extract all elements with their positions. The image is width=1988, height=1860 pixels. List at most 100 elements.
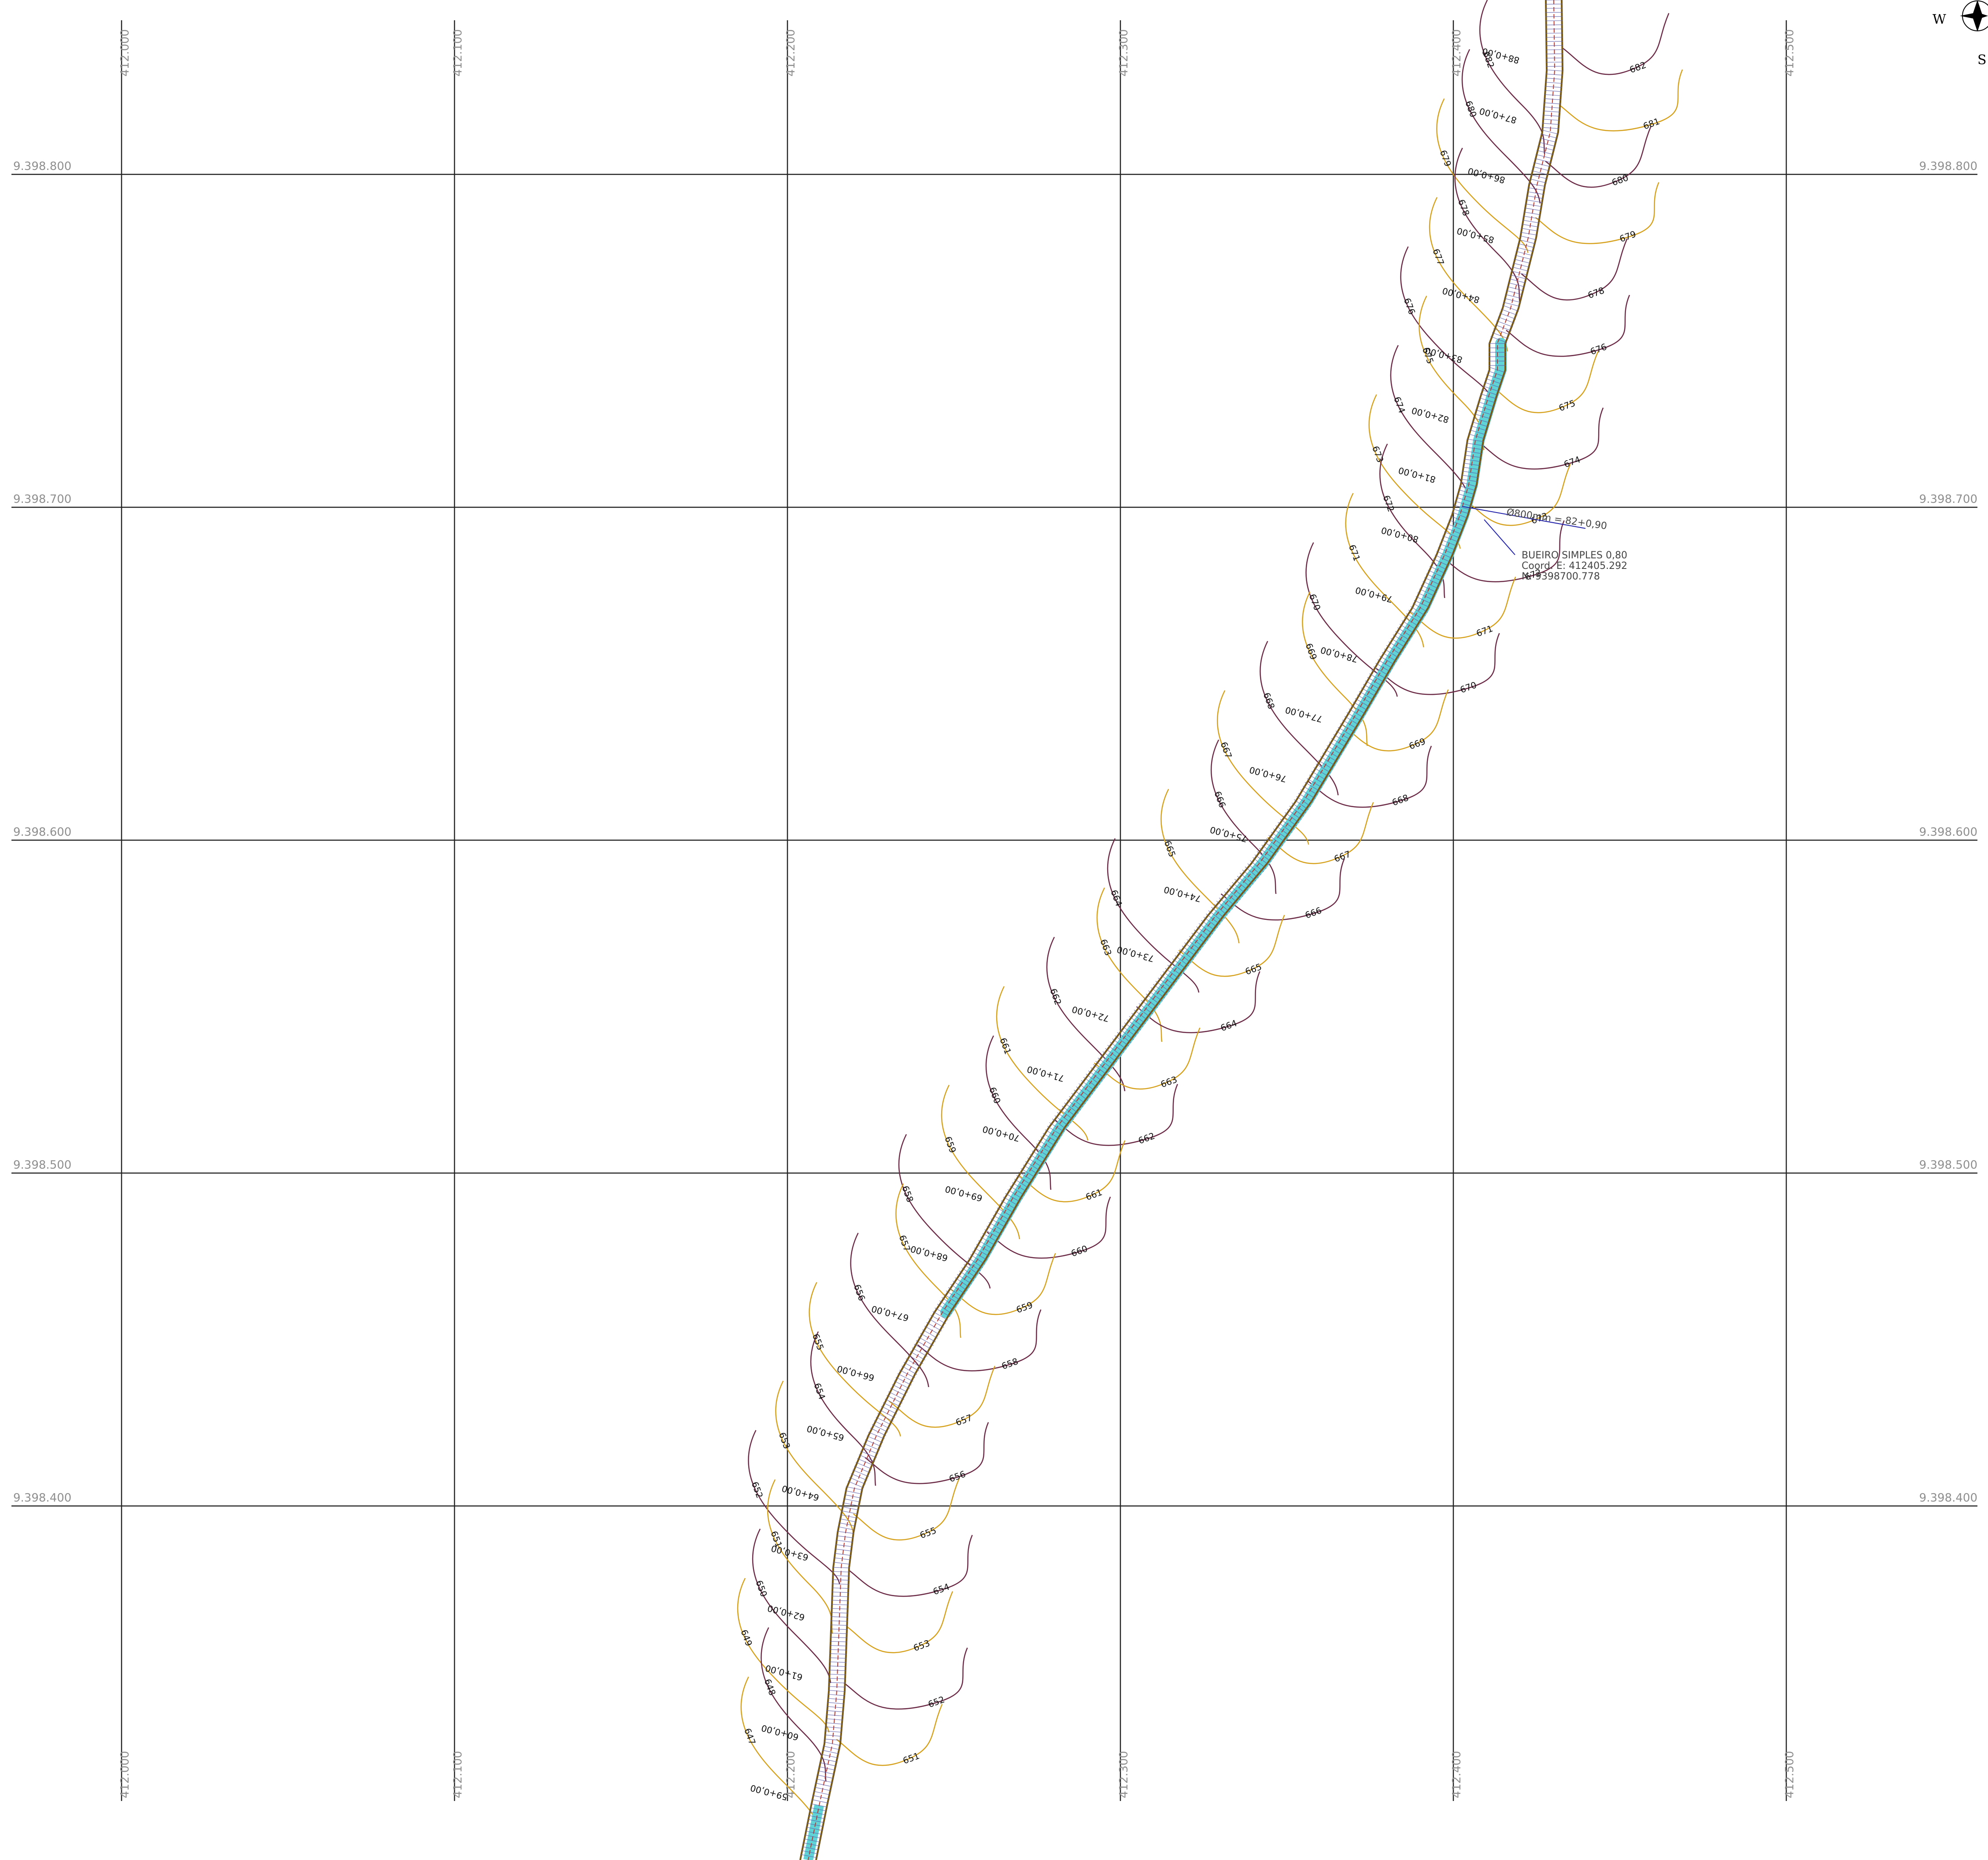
road-hatch [1530,174,1548,179]
road-hatch [1421,585,1437,593]
station-label: 60+0,00 [760,1723,800,1743]
road-hatch [829,1653,847,1655]
contour-line [1464,464,1571,526]
road-hatch [1280,819,1295,830]
road-hatch [1541,133,1558,139]
grid-northing-label: 9.398.700 [1919,493,1977,506]
road-hatch [828,1678,846,1679]
road-hatch [813,1791,831,1795]
road-hatch [1365,680,1381,690]
road-hatch [1457,493,1474,499]
road-hatch [1110,1041,1124,1053]
road-hatch [1520,232,1538,236]
grid-northing-label: 9.398.500 [13,1159,71,1172]
road-hatch [1397,627,1413,638]
contour-line [865,1422,989,1484]
road-hatch [817,1770,835,1775]
road-hatch [1531,170,1549,175]
road-hatch [846,1486,863,1491]
road-hatch [1311,771,1327,781]
contour-label: 678 [1586,285,1606,301]
road-hatch [1285,812,1300,823]
road-hatch [1452,512,1468,519]
road-hatch [1460,481,1478,487]
contour-label: 650 [754,1579,769,1598]
road-hatch [877,1413,894,1422]
road-hatch [993,1214,1009,1224]
road-hatch [1544,98,1562,100]
road-hatch [1158,978,1172,989]
road-hatch [881,1406,897,1414]
road-hatch [806,1823,824,1827]
station-label: 79+0,00 [1354,585,1394,605]
contour-label: 666 [1212,790,1228,809]
road-hatch [817,1774,834,1779]
contour-line [1308,745,1432,808]
contour-line [1302,591,1368,746]
contour-line [1479,407,1604,470]
road-hatch [1184,942,1199,954]
road-hatch [852,1469,869,1477]
road-hatch [1515,255,1532,260]
road-hatch [1287,809,1302,820]
road-edge [815,0,1564,1860]
road-hatch [827,1698,845,1700]
road-hatch [1036,1143,1052,1154]
road-hatch [802,1842,820,1847]
road-hatch [1264,841,1279,852]
contour-label: 654 [931,1581,951,1597]
road-hatch [1093,1064,1108,1075]
road-hatch [1029,1154,1045,1164]
road-hatch [1119,1029,1134,1040]
road-hatch [1431,562,1448,570]
road-hatch [1172,958,1187,970]
road-hatch [884,1399,901,1407]
contour-label: 667 [1333,849,1352,864]
road-hatch [802,1846,820,1850]
road-hatch [1466,443,1484,446]
road-hatch [1131,1013,1146,1024]
contour-label: 653 [912,1638,931,1653]
road-hatch [1485,378,1502,384]
road-hatch [986,1225,1002,1235]
road-hatch [874,1420,890,1429]
road-hatch [1361,687,1377,697]
contour-label: 652 [927,1694,946,1710]
road-hatch [1527,191,1545,195]
road-hatch [1266,838,1281,849]
road-hatch [1153,984,1168,995]
road-hatch [839,1518,857,1523]
road-hatch [1507,286,1524,291]
road-hatch [835,1548,852,1552]
road-hatch [1005,1193,1021,1203]
contour-label: 649 [739,1628,754,1648]
road-hatch [1107,1044,1122,1056]
road-hatch [806,1827,824,1831]
road-hatch [824,1735,842,1737]
road-hatch [1511,266,1529,272]
road-hatch [946,1290,961,1301]
road-hatch [1417,592,1434,601]
contour-label: 659 [1015,1299,1034,1315]
contour-line [941,1085,1020,1240]
road-hatch [828,1694,846,1696]
contour-line [737,1578,830,1733]
road-hatch [937,1303,952,1314]
road-hatch [1095,1061,1110,1072]
road-hatch [916,1340,932,1350]
road-hatch [968,1257,983,1268]
road-hatch [1535,154,1553,159]
road-hatch [860,1450,877,1458]
road-hatch [912,1347,927,1357]
road-hatch [1088,1070,1103,1082]
road-hatch [883,1402,899,1411]
contour-line [898,1134,991,1289]
contour-line [1220,858,1345,921]
road-hatch [1102,1051,1117,1063]
road-hatch [1537,146,1555,151]
road-hatch [1141,1000,1156,1011]
contour-line [1160,789,1240,944]
road-hatch [980,1236,996,1246]
road-hatch [840,1514,858,1519]
